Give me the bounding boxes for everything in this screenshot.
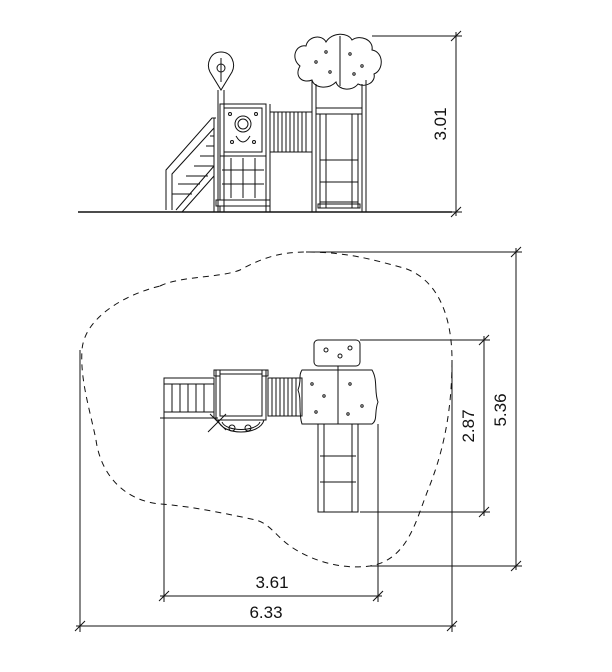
tunnel (269, 111, 313, 153)
dimension-plan-width-outer: 6.33 (74, 350, 458, 632)
label-plan-depth-outer: 5.36 (491, 393, 510, 426)
stairs (165, 117, 216, 213)
plan-slide (317, 423, 359, 513)
balloon-post (207, 51, 235, 212)
label-elevation-height: 3.01 (431, 107, 450, 140)
left-tower (215, 103, 271, 212)
label-plan-depth-inner: 2.87 (459, 409, 478, 442)
plan-stairs (160, 377, 218, 419)
plan-right-tower (297, 339, 379, 425)
label-plan-width-outer: 6.33 (249, 603, 282, 622)
safety-zone-outline (81, 251, 453, 568)
elevation-view: 3.01 (78, 30, 462, 218)
dimension-plan-depth-outer: 5.36 (306, 246, 522, 572)
label-plan-width-inner: 3.61 (255, 573, 288, 592)
plan-left-tower (207, 369, 269, 433)
right-tower (294, 33, 382, 212)
dimension-plan-width-inner: 3.61 (158, 418, 384, 602)
plan-view: 2.87 5.36 3.61 6.33 (74, 246, 522, 632)
plan-tunnel (267, 377, 303, 417)
dimension-elevation-height: 3.01 (372, 30, 462, 218)
dimension-plan-depth-inner: 2.87 (360, 334, 490, 518)
